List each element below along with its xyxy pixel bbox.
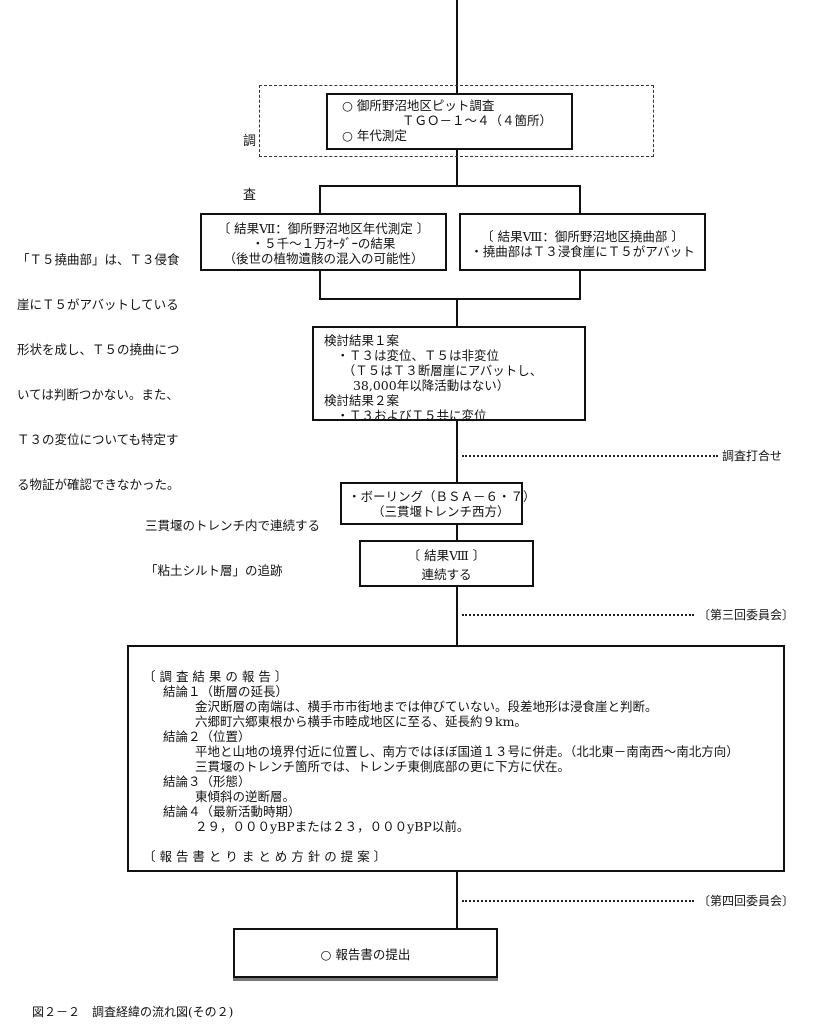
conclusion-title: 結論４（最新活動時期） <box>163 804 301 819</box>
boring-box: ・ボーリング（ＢＳＡ－６・７） （三貫堰トレンチ西方） <box>340 482 536 525</box>
review-line: （Ｔ５はＴ３断層崖にアバットし、 <box>324 363 543 378</box>
note-line: 「粘土シルト層」の追跡 <box>145 563 283 578</box>
milestone-dots <box>462 614 694 616</box>
conclusion-title: 結論１（断層の延長） <box>163 684 289 699</box>
conclusion-body: 平地と山地の境界付近に位置し、南方ではほぼ国道１３号に併走。（北北東－南南西～南… <box>195 744 739 759</box>
milestone-meeting: 〔第四回委員会〕 <box>698 894 795 908</box>
result-7-line: （後世の植物遺骸の混入の可能性） <box>223 251 424 266</box>
survey-box: ○ 御所野沼地区ピット調査 ＴＧＯ－１～４（４箇所） ○ 年代測定 <box>326 93 573 150</box>
connector-line <box>456 148 458 186</box>
left-note: 「Ｔ５撓曲部」は、Ｔ３侵食 崖にＴ５がアバットしている 形状を成し、Ｔ５の撓曲に… <box>17 222 180 507</box>
conclusion-body: ２９，０００yBPまたは２３，０００yBP以前。 <box>195 819 470 834</box>
note-line: 形状を成し、Ｔ５の撓曲につ <box>17 342 180 357</box>
conclusion-body: 東傾斜の逆断層。 <box>195 789 296 804</box>
conclusion-title: 結論３（形態） <box>163 774 251 789</box>
review-line: ・Ｔ３は変位、Ｔ５は非変位 <box>324 348 500 363</box>
milestone-meeting: 〔第三回委員会〕 <box>698 608 795 622</box>
connector-line <box>456 525 458 541</box>
note-line: る物証が確認できなかった。 <box>17 477 180 492</box>
report-heading: 〔 調 査 結 果 の 報 告 〕 <box>143 669 288 684</box>
result-8-line: 連続する <box>421 567 472 582</box>
survey-line: ○ 年代測定 <box>342 128 407 143</box>
milestone-dots <box>462 900 694 902</box>
report-box: 〔 調 査 結 果 の 報 告 〕 結論１（断層の延長） 金沢断層の南端は、横手… <box>127 645 785 872</box>
survey-line: ○ 御所野沼地区ピット調査 <box>342 98 495 113</box>
note-line: Ｔ３の変位についても特定す <box>17 432 179 447</box>
connector-line <box>579 185 581 214</box>
note-line: 崖にＴ５がアバットしている <box>17 297 179 312</box>
connector-line <box>456 587 458 647</box>
side-label-char: 調 <box>243 134 257 149</box>
result-8-line: ・撓曲部はＴ３浸食崖にＴ５がアバット <box>470 244 695 259</box>
review-line: 38,000年以降活動はない） <box>324 378 510 393</box>
connector-line <box>319 185 580 187</box>
result-7-line: ・５千～１万ｵｰﾀﾞｰの結果 <box>251 236 396 251</box>
final-report-label: ○ 報告書の提出 <box>320 947 411 962</box>
review-box: 検討結果１案 ・Ｔ３は変位、Ｔ５は非変位 （Ｔ５はＴ３断層崖にアバットし、 38… <box>312 326 586 423</box>
connector-line <box>319 271 321 299</box>
boring-note: 三貫堰のトレンチ内で連続する 「粘土シルト層」の追跡 <box>145 488 320 593</box>
review-line: 検討結果２案 <box>324 393 400 408</box>
survey-line: ＴＧＯ－１～４（４箇所） <box>402 113 553 128</box>
note-line: 「Ｔ５撓曲部」は、Ｔ３侵食 <box>17 252 180 267</box>
connector-line <box>319 298 581 300</box>
milestone-dots <box>462 455 718 457</box>
survey-frame <box>259 85 654 157</box>
milestone-meeting: 調査打合せ <box>722 449 783 463</box>
result-8-line: 〔 結果Ⅷ 〕 <box>407 548 486 563</box>
review-line: 検討結果１案 <box>324 333 400 348</box>
review-line: ・Ｔ３およびＴ５共に変位 <box>324 408 487 423</box>
boring-line: （三貫堰トレンチ西方） <box>372 504 510 519</box>
conclusion-body: 三貫堰のトレンチ箇所では、トレンチ東側底部の更に下方に伏在。 <box>195 759 571 774</box>
connector-line <box>456 0 458 94</box>
connector-line <box>579 271 581 299</box>
boring-line: ・ボーリング（ＢＳＡ－６・７） <box>348 489 536 504</box>
result-8-line: 〔 結果Ⅷ：御所野沼地区撓曲部 〕 <box>481 229 684 244</box>
connector-line <box>456 872 458 929</box>
result-7-line: 〔 結果Ⅶ：御所野沼地区年代測定 〕 <box>217 221 430 236</box>
conclusion-title: 結論２（位置） <box>163 729 251 744</box>
conclusion-body: 六郷町六郷東根から横手市睦成地区に至る、延長約９km。 <box>195 714 527 729</box>
result-7-box: 〔 結果Ⅶ：御所野沼地区年代測定 〕 ・５千～１万ｵｰﾀﾞｰの結果 （後世の植物… <box>200 213 447 271</box>
connector-line <box>456 298 458 327</box>
note-line: 三貫堰のトレンチ内で連続する <box>145 518 321 533</box>
side-label-char: 査 <box>243 188 257 203</box>
note-line: いては判断つかない。また、 <box>17 387 179 402</box>
report-proposal: 〔 報 告 書 と り ま と め 方 針 の 提 案 〕 <box>143 849 387 864</box>
conclusion-body: 金沢断層の南端は、横手市市街地までは伸びていない。段差地形は浸食崖と判断。 <box>195 699 658 714</box>
connector-line <box>456 421 458 483</box>
connector-line <box>319 185 321 214</box>
result-8-box: 〔 結果Ⅷ：御所野沼地区撓曲部 〕 ・撓曲部はＴ３浸食崖にＴ５がアバット <box>459 213 706 271</box>
final-report-box: ○ 報告書の提出 <box>233 928 498 978</box>
survey-side-label: 調 査 <box>243 97 256 223</box>
result-8-continuous-box: 〔 結果Ⅷ 〕 連続する <box>359 540 534 587</box>
figure-caption: 図２－２ 調査経緯の流れ図(その２) <box>32 1005 234 1019</box>
